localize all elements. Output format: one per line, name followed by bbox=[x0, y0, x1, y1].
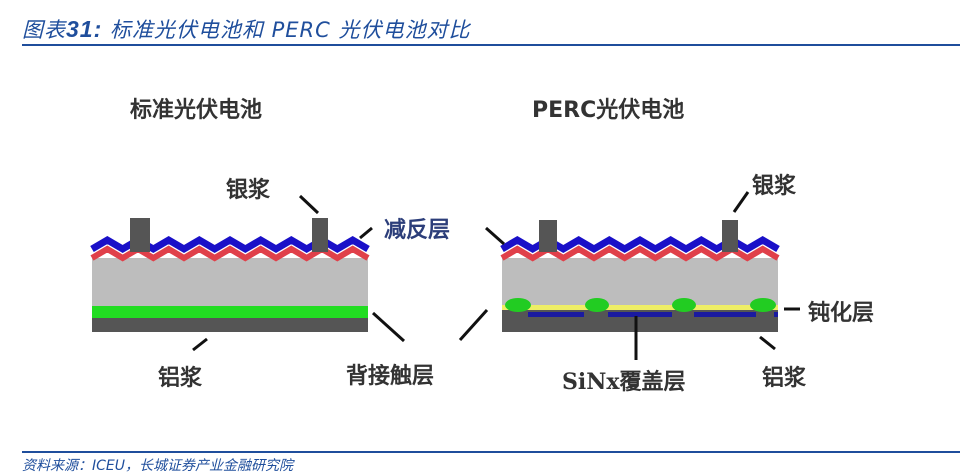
standard-aluminum-layer bbox=[92, 318, 368, 332]
perc-local-contact-1 bbox=[505, 298, 531, 312]
perc-sinx-segment-2 bbox=[608, 312, 672, 317]
figure-title-text: 标准光伏电池和 PERC 光伏电池对比 bbox=[102, 18, 471, 42]
standard-silver-finger-1 bbox=[130, 218, 150, 252]
perc-local-contact-4 bbox=[750, 298, 776, 312]
title-divider bbox=[22, 44, 960, 46]
perc-sinx-segment-4 bbox=[774, 312, 778, 317]
label-perc-aluminum-paste: 铝浆 bbox=[762, 365, 807, 391]
figure-title: 图表31: 标准光伏电池和 PERC 光伏电池对比 bbox=[22, 14, 470, 44]
label-perc-silver-paste: 银浆 bbox=[752, 173, 797, 199]
label-standard-silver-paste: 银浆 bbox=[226, 177, 271, 203]
perc-cell-heading: PERC光伏电池 bbox=[532, 98, 685, 123]
leader-ar-right bbox=[485, 226, 505, 246]
perc-sinx-segment-3 bbox=[694, 312, 756, 317]
leader-lines bbox=[192, 191, 800, 360]
figure-title-prefix: 图表 bbox=[22, 18, 66, 42]
standard-silicon-base bbox=[92, 258, 368, 308]
label-sinx-cover: SiNx覆盖层 bbox=[562, 369, 686, 395]
perc-local-contact-3 bbox=[672, 298, 696, 312]
cell-comparison-diagram bbox=[90, 191, 800, 360]
perc-silver-finger-2 bbox=[722, 220, 738, 252]
leader-back-contact-right bbox=[458, 308, 489, 342]
leader-ar-left bbox=[359, 226, 373, 240]
standard-back-contact-layer bbox=[92, 306, 368, 318]
source-note: 资料来源：ICEU，长城证券产业金融研究院 bbox=[22, 458, 293, 474]
leader-std-silver bbox=[298, 194, 320, 215]
perc-sinx-segment-1 bbox=[528, 312, 584, 317]
footer-divider bbox=[22, 451, 960, 453]
figure-title-number: 31: bbox=[66, 16, 103, 42]
label-anti-reflection: 减反层 bbox=[384, 217, 451, 243]
perc-local-contact-2 bbox=[585, 298, 609, 312]
standard-silver-finger-2 bbox=[312, 218, 328, 252]
label-back-contact: 背接触层 bbox=[346, 363, 435, 389]
leader-back-contact-left bbox=[371, 311, 406, 343]
perc-passivation-layer bbox=[502, 305, 778, 310]
standard-cell bbox=[90, 218, 370, 332]
label-standard-aluminum-paste: 铝浆 bbox=[158, 365, 203, 391]
perc-cell bbox=[500, 220, 780, 332]
perc-silicon-base bbox=[502, 258, 778, 308]
perc-silver-finger-1 bbox=[539, 220, 557, 252]
leader-perc-aluminum bbox=[759, 335, 776, 351]
leader-std-aluminum bbox=[192, 337, 208, 352]
leader-perc-silver bbox=[732, 191, 750, 213]
label-passivation: 钝化层 bbox=[808, 300, 875, 326]
standard-cell-heading: 标准光伏电池 bbox=[130, 98, 263, 123]
